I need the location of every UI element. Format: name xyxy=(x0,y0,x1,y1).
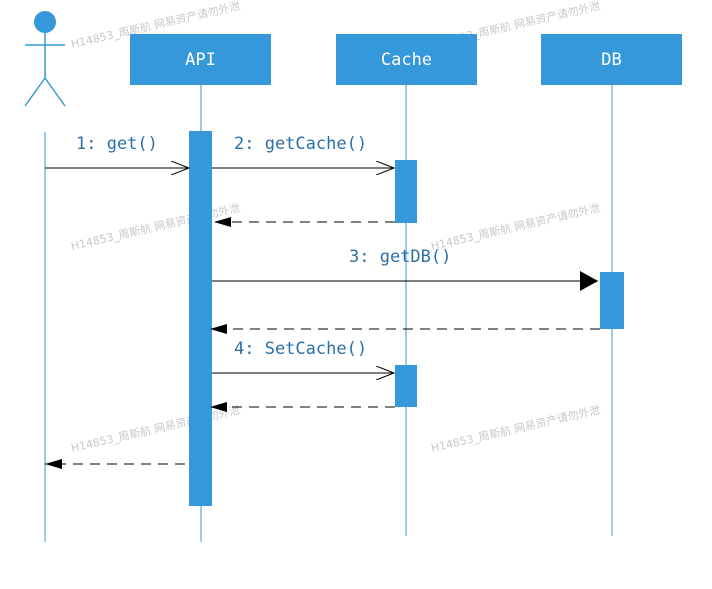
watermark-3: H14853_周斯航 网易资产请勿外泄 xyxy=(70,200,242,253)
watermark-5: H14853_周斯航 网易资产请勿外泄 xyxy=(70,402,242,455)
cache-activation-1 xyxy=(395,160,417,223)
message-3-label: 3: getDB() xyxy=(349,247,451,267)
message-1-label: 1: get() xyxy=(76,134,158,154)
db-activation xyxy=(600,272,624,329)
participant-db-label: DB xyxy=(601,50,621,70)
participant-cache-label: Cache xyxy=(381,50,432,70)
participant-api-label: API xyxy=(185,50,216,70)
api-activation xyxy=(189,131,212,506)
participant-cache: Cache xyxy=(336,34,477,85)
cache-activation-2 xyxy=(395,365,417,407)
watermark-6: H14853_周斯航 网易资产请勿外泄 xyxy=(430,402,602,455)
actor-figure xyxy=(24,11,66,107)
participant-api: API xyxy=(130,34,271,85)
message-4-label: 4: SetCache() xyxy=(234,339,367,359)
message-2-label: 2: getCache() xyxy=(234,134,367,154)
participant-db: DB xyxy=(541,34,682,85)
watermark-4: H14853_周斯航 网易资产请勿外泄 xyxy=(430,200,602,253)
